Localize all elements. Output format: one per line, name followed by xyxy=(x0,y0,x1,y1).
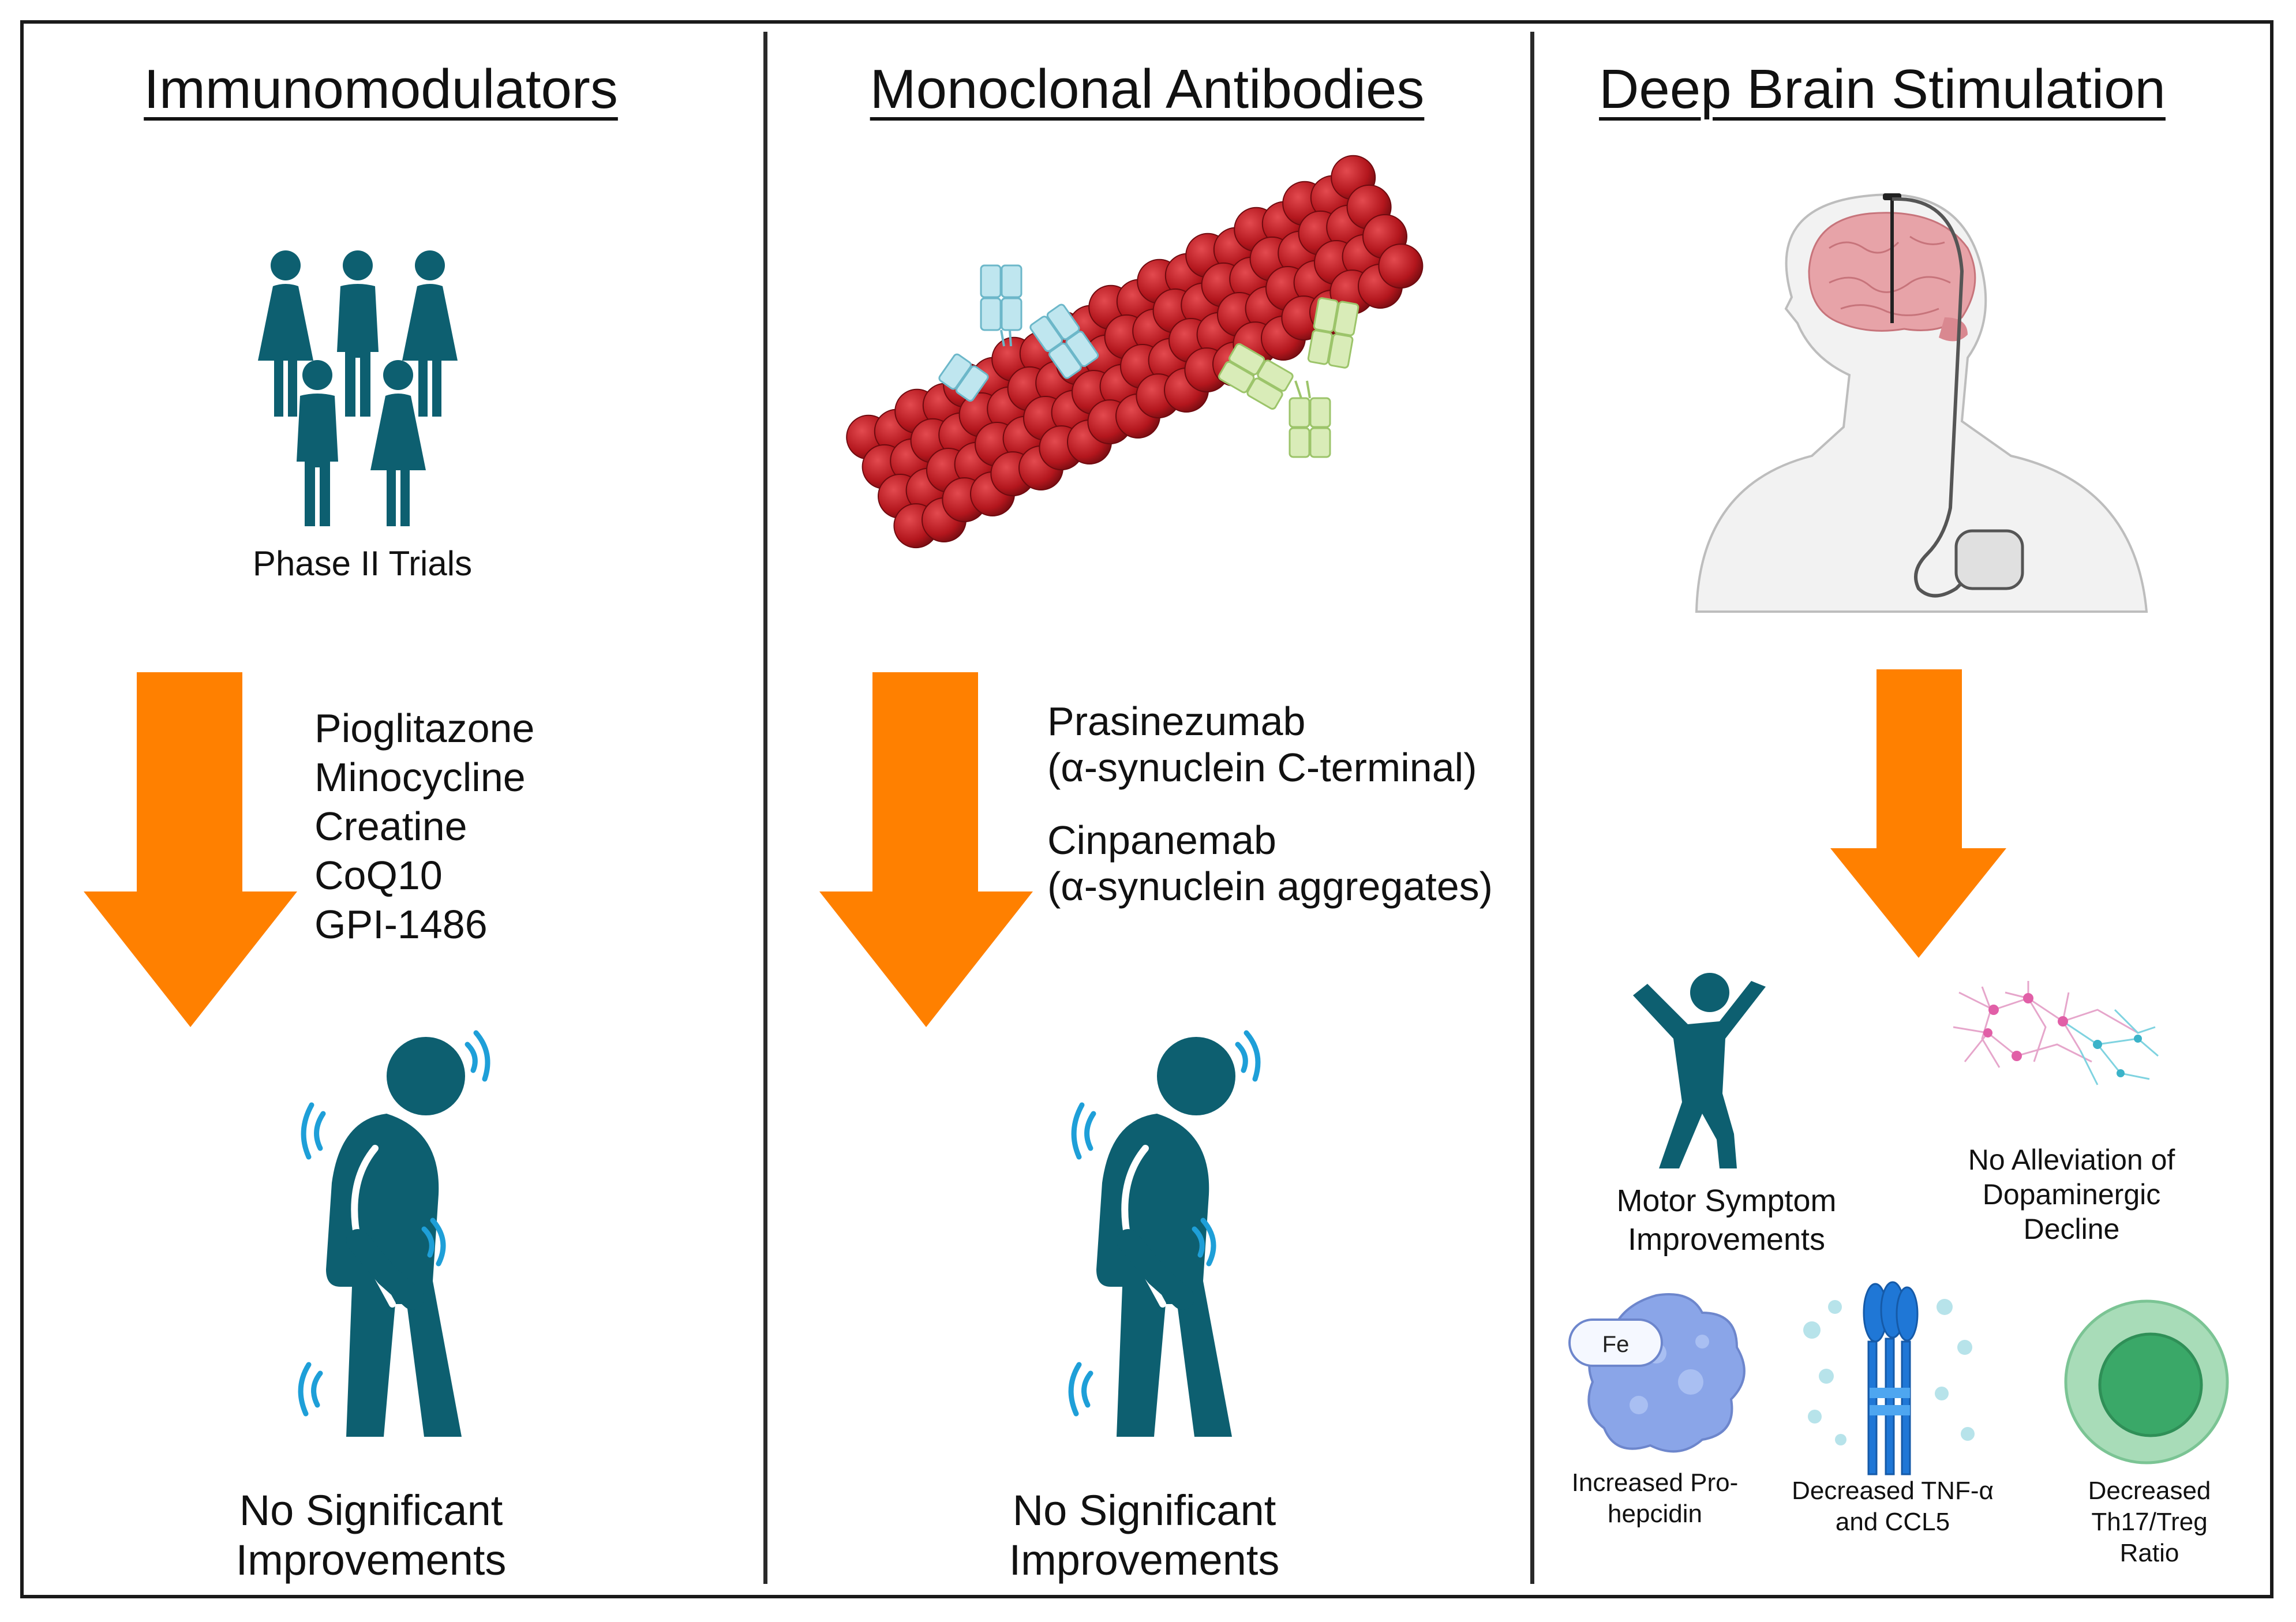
panel-divider-right xyxy=(1530,32,1534,1584)
drug-item: Minocycline xyxy=(314,755,526,800)
result-line: Improvements xyxy=(1009,1536,1280,1584)
th17-treg-result: Decreased Th17/Treg Ratio xyxy=(2076,1475,2223,1569)
result-line: No Significant xyxy=(239,1486,503,1534)
result-line: Improvements xyxy=(235,1536,507,1584)
arrow-down-icon xyxy=(1830,669,2006,958)
arrow-down-icon xyxy=(819,672,1033,1027)
alpha-synuclein-fibril-icon xyxy=(846,155,1424,549)
result-line: hepcidin xyxy=(1608,1500,1702,1528)
result-line: Decline xyxy=(2023,1213,2120,1245)
tnf-ccl5-result: Decreased TNF-α and CCL5 xyxy=(1792,1475,1994,1538)
arrow-down-icon xyxy=(84,672,297,1027)
monoclonal-result: No Significant Improvements xyxy=(1009,1486,1280,1585)
result-line: Dopaminergic xyxy=(1982,1178,2161,1211)
antibody-blue-icon xyxy=(938,264,1099,402)
phase-label: Phase II Trials xyxy=(252,544,473,583)
parkinsonian-patient-icon xyxy=(1068,1030,1261,1437)
panel-divider-left xyxy=(763,32,767,1584)
result-line: and CCL5 xyxy=(1835,1508,1950,1536)
cytokine-receptor-icon xyxy=(1803,1281,1975,1475)
antibody-green-icon xyxy=(1218,297,1359,458)
drug-item: Creatine xyxy=(314,804,467,849)
hepcidin-protein-icon: Fe xyxy=(1568,1293,1746,1453)
figure-frame xyxy=(20,20,2273,1598)
motor-symptom-result: Motor Symptom Improvements xyxy=(1616,1182,1836,1259)
population-icon xyxy=(258,250,458,526)
deep-brain-stimulation-title: Deep Brain Stimulation xyxy=(1599,58,2166,120)
monoclonal-antibodies-title: Monoclonal Antibodies xyxy=(870,58,1425,120)
result-line: Decreased xyxy=(2088,1477,2211,1505)
drug-target: (α-synuclein aggregates) xyxy=(1047,864,1493,909)
dopaminergic-result: No Alleviation of Dopaminergic Decline xyxy=(1968,1142,2175,1246)
drug-name: Cinpanemab xyxy=(1047,818,1276,863)
result-line: Improvements xyxy=(1627,1222,1826,1257)
fibril-monomer xyxy=(1378,244,1424,289)
result-line: No Alleviation of xyxy=(1968,1144,2175,1176)
dancing-person-icon xyxy=(1633,973,1766,1168)
drug-item: CoQ10 xyxy=(314,853,443,898)
drug-target: (α-synuclein C-terminal) xyxy=(1047,745,1477,790)
dbs-patient-icon xyxy=(1695,193,2148,613)
antibody-drug-list: Prasinezumab (α-synuclein C-terminal) Ci… xyxy=(1047,698,1493,909)
hepcidin-result: Increased Pro- hepcidin xyxy=(1572,1467,1739,1530)
drug-item: Pioglitazone xyxy=(314,706,535,751)
result-line: No Significant xyxy=(1012,1486,1276,1534)
result-line: Th17/Treg Ratio xyxy=(2091,1508,2208,1567)
parkinsonian-patient-icon xyxy=(298,1030,490,1437)
dopaminergic-neuron-icon xyxy=(1953,981,2159,1085)
result-line: Motor Symptom xyxy=(1616,1183,1837,1218)
immunomodulator-drug-list: Pioglitazone Minocycline Creatine CoQ10 … xyxy=(314,704,534,949)
result-line: Increased Pro- xyxy=(1571,1469,1739,1497)
immunomodulators-result: No Significant Improvements xyxy=(236,1486,507,1585)
t-cell-icon xyxy=(2064,1299,2229,1464)
immunomodulators-title: Immunomodulators xyxy=(144,58,618,120)
drug-item: GPI-1486 xyxy=(314,902,488,947)
drug-name: Prasinezumab xyxy=(1047,699,1306,744)
result-line: Decreased TNF-α xyxy=(1792,1477,1994,1505)
iron-label: Fe xyxy=(1602,1332,1630,1357)
